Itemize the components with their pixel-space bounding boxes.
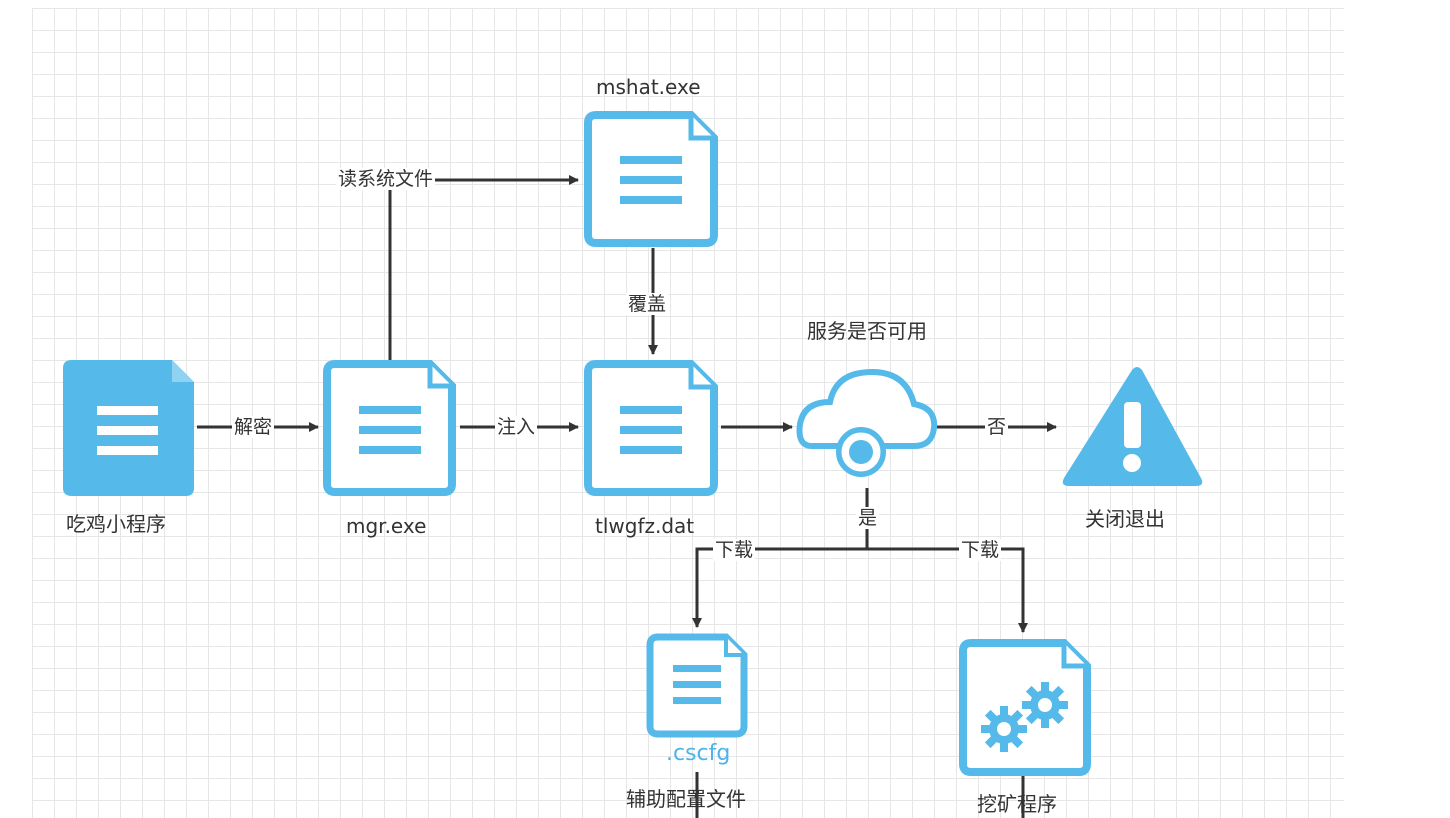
gear-icon bbox=[981, 706, 1027, 752]
edge-label-inject: 注入 bbox=[495, 416, 538, 438]
document-icon bbox=[584, 360, 718, 496]
document-icon bbox=[646, 633, 748, 738]
node-label-cscfg: .cscfg bbox=[666, 741, 731, 766]
node-label-service: 服务是否可用 bbox=[807, 319, 927, 343]
document-icon bbox=[584, 111, 718, 247]
edge-download-left bbox=[692, 547, 867, 628]
edge-label-no: 否 bbox=[985, 416, 1009, 438]
node-label-chiji: 吃鸡小程序 bbox=[66, 512, 166, 536]
cloud-service-icon bbox=[796, 368, 938, 477]
edge-read-sys bbox=[388, 175, 579, 360]
node-sublabel-cscfg: 辅助配置文件 bbox=[626, 787, 746, 811]
edge-label-read-sys: 读系统文件 bbox=[336, 168, 436, 190]
node-label-mgr: mgr.exe bbox=[346, 514, 427, 538]
gear-icon bbox=[1022, 682, 1068, 728]
connectors bbox=[197, 175, 1057, 818]
edge-download-right bbox=[867, 547, 1028, 633]
warning-icon bbox=[1062, 367, 1203, 486]
node-label-exit: 关闭退出 bbox=[1085, 507, 1165, 531]
edge-label-overwrite: 覆盖 bbox=[626, 293, 669, 315]
document-filled-icon bbox=[63, 360, 194, 496]
node-label-miner: 挖矿程序 bbox=[977, 792, 1057, 816]
document-icon bbox=[323, 360, 456, 496]
edge-label-download-left: 下载 bbox=[713, 539, 756, 561]
node-label-mshat: mshat.exe bbox=[596, 75, 701, 99]
edge-label-yes: 是 bbox=[856, 507, 880, 529]
node-label-tlwgfz: tlwgfz.dat bbox=[595, 514, 695, 538]
gears-program-icon bbox=[959, 639, 1091, 776]
canvas-margin bbox=[1344, 0, 1450, 818]
edge-label-download-right: 下载 bbox=[959, 539, 1002, 561]
edge-label-decrypt: 解密 bbox=[232, 416, 275, 438]
